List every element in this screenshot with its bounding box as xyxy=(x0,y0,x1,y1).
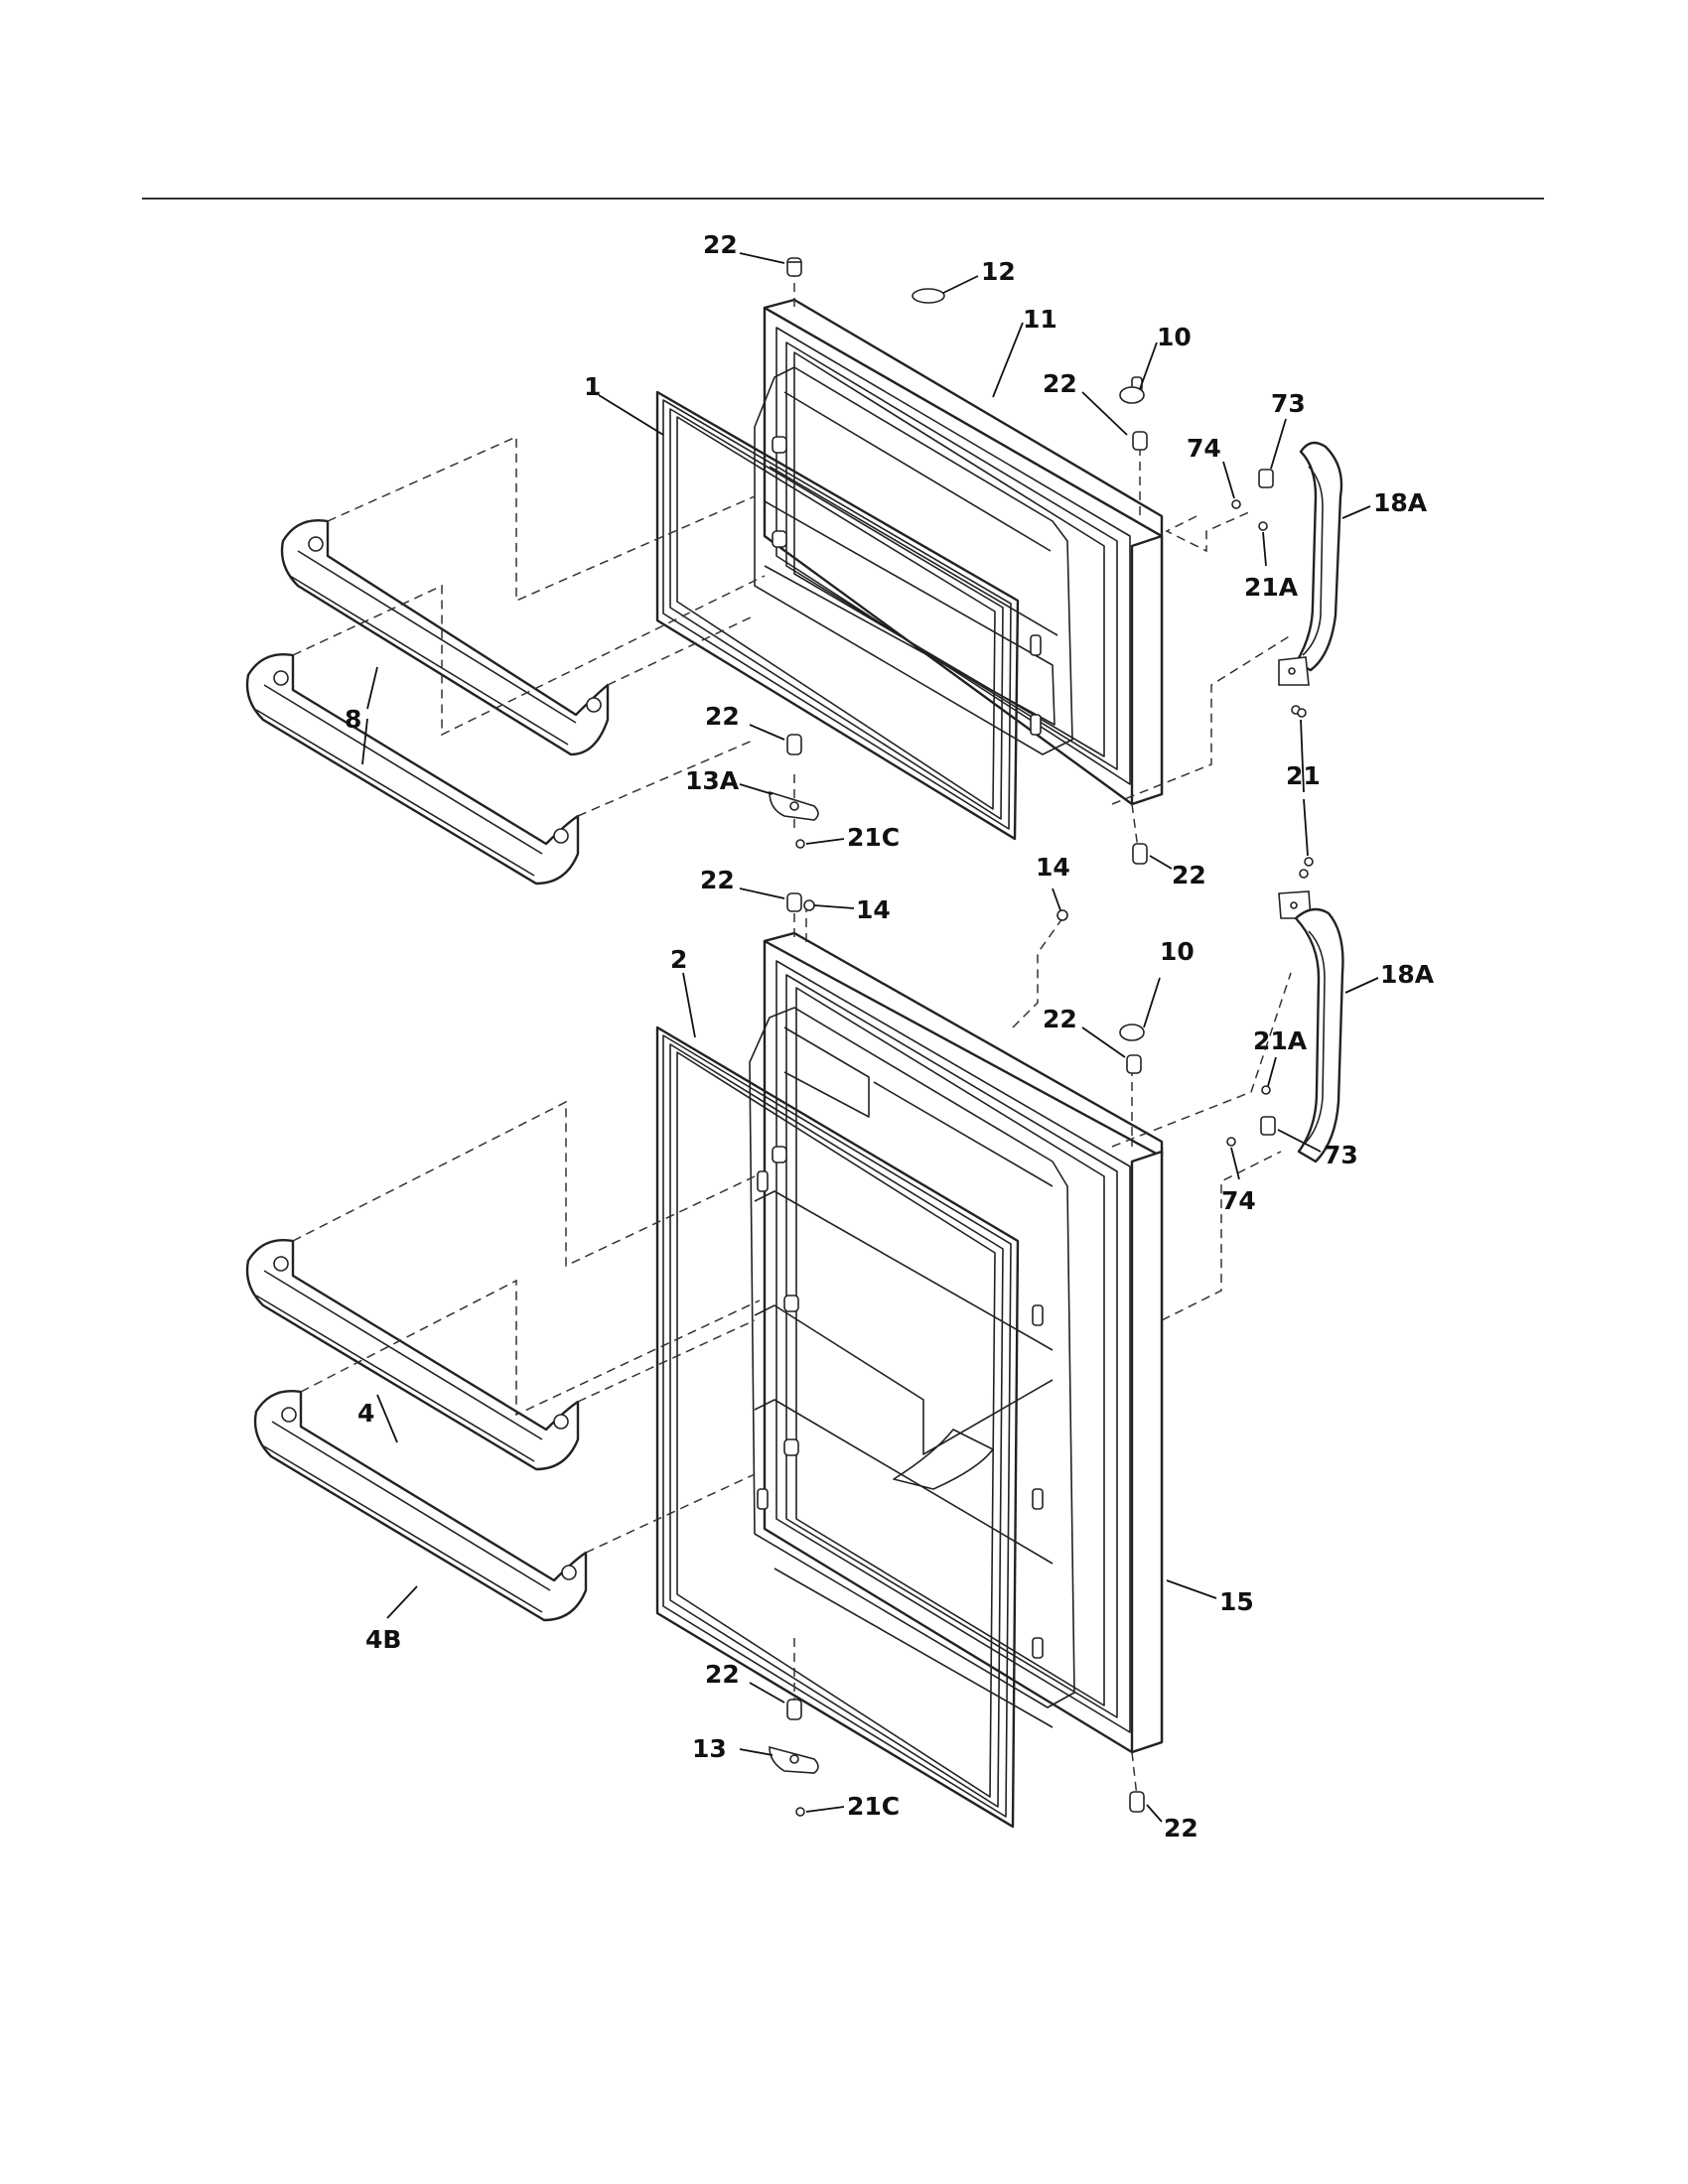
label-11: 11 xyxy=(1023,305,1057,334)
label-14-a: 14 xyxy=(856,895,891,924)
label-18A-top: 18A xyxy=(1373,488,1428,517)
handle-18A-top xyxy=(1278,441,1343,686)
bushing-22-fz-right xyxy=(1132,843,1148,865)
screw-21-b xyxy=(1299,857,1314,879)
label-21A-top: 21A xyxy=(1244,573,1299,602)
label-22-fz-hinge: 22 xyxy=(1043,369,1077,398)
label-1: 1 xyxy=(584,372,601,401)
freezer-door-11 xyxy=(754,298,1164,806)
hinge-pin-22-ff-hinge xyxy=(1126,1054,1142,1074)
label-18A-bottom: 18A xyxy=(1380,960,1435,989)
label-13: 13 xyxy=(692,1734,727,1763)
plug-12 xyxy=(912,288,945,304)
hinge-13 xyxy=(769,1745,819,1774)
label-22-ff-top: 22 xyxy=(700,866,735,894)
bushing-22-ff-right xyxy=(1129,1791,1145,1813)
label-74-bottom: 74 xyxy=(1221,1186,1256,1215)
plug-10-top xyxy=(1119,386,1145,404)
label-13A: 13A xyxy=(685,766,740,795)
label-22-ff-bottom: 22 xyxy=(705,1660,740,1689)
label-4B: 4B xyxy=(365,1625,401,1654)
hinge-pin-22-ff-top xyxy=(786,892,802,912)
bushing-22-fz-bottom xyxy=(786,734,802,755)
cap-73-top xyxy=(1258,469,1274,488)
screw-21A-top xyxy=(1258,521,1268,531)
label-4: 4 xyxy=(357,1399,374,1428)
bushing-22-ff-bottom xyxy=(786,1699,802,1720)
label-21C-bottom: 21C xyxy=(847,1792,900,1821)
label-22-fz-right: 22 xyxy=(1172,861,1206,889)
label-8: 8 xyxy=(345,705,361,734)
screw-74-top xyxy=(1231,499,1241,509)
handle-18A-bottom xyxy=(1278,890,1344,1163)
fresh-food-gasket-2 xyxy=(655,1025,1020,1829)
screw-21C-top xyxy=(795,839,805,849)
label-73-bottom: 73 xyxy=(1324,1141,1358,1169)
screw-14-b xyxy=(1056,909,1068,921)
hinge-pin-22-top xyxy=(786,257,802,277)
label-74-top: 74 xyxy=(1187,434,1221,463)
screw-74-bottom xyxy=(1226,1137,1236,1147)
screw-14-a xyxy=(803,899,815,911)
label-10-top: 10 xyxy=(1157,323,1192,351)
label-21: 21 xyxy=(1286,761,1321,790)
label-14-b: 14 xyxy=(1036,853,1070,882)
hinge-pin-22-fz-hinge xyxy=(1132,431,1148,451)
label-10-bottom: 10 xyxy=(1160,937,1195,966)
plug-10-bottom xyxy=(1119,1024,1145,1041)
screw-21A-bottom xyxy=(1261,1085,1271,1095)
label-12: 12 xyxy=(981,257,1016,286)
label-22-fz-bottom: 22 xyxy=(705,702,740,731)
label-22-top: 22 xyxy=(703,230,738,259)
label-21A-bottom: 21A xyxy=(1253,1026,1308,1055)
label-22-ff-hinge: 22 xyxy=(1043,1005,1077,1033)
fresh-food-door-15 xyxy=(749,931,1164,1754)
screw-21-a xyxy=(1291,705,1307,718)
label-2: 2 xyxy=(670,945,687,974)
part-labels: 22 12 11 10 22 1 73 74 18A 21A 8 22 13A … xyxy=(345,230,1435,1843)
label-22-ff-right: 22 xyxy=(1164,1814,1198,1843)
label-15: 15 xyxy=(1219,1587,1254,1616)
screw-21C-bottom xyxy=(795,1807,805,1817)
label-21C-top: 21C xyxy=(847,823,900,852)
leader-lines xyxy=(361,252,1379,1823)
label-73-top: 73 xyxy=(1271,389,1306,418)
freezer-gasket-1 xyxy=(655,390,1020,841)
hinge-13A xyxy=(769,790,819,821)
cap-73-bottom xyxy=(1260,1116,1276,1136)
